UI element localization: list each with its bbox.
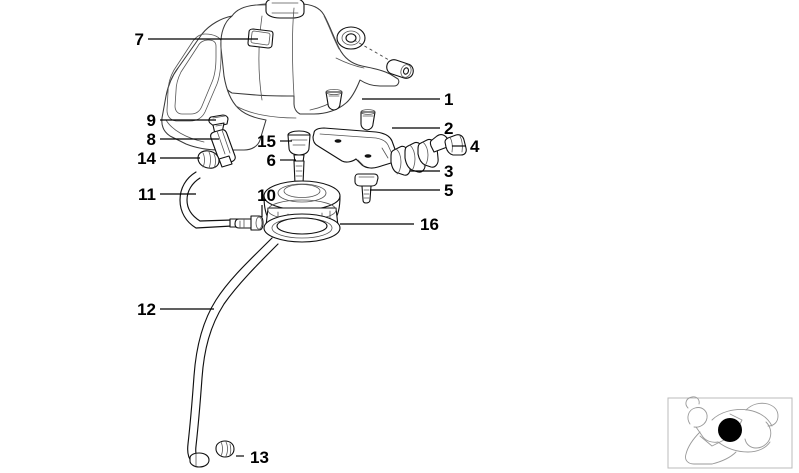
callout-number-14: 14 xyxy=(137,149,156,168)
part-hex-bolt xyxy=(429,134,467,156)
part-vent-pipe xyxy=(210,129,236,168)
part-retaining-screw xyxy=(234,215,264,231)
callout-number-10: 10 xyxy=(257,186,276,205)
callout-number-4: 4 xyxy=(470,137,480,156)
motorcycle-location-thumbnail xyxy=(667,396,793,469)
part-rubber-grommet-upper xyxy=(325,89,343,111)
callout-number-1: 1 xyxy=(444,90,453,109)
callout-number-7: 7 xyxy=(135,30,144,49)
part-washer-set xyxy=(390,138,439,176)
part-clamp-ring xyxy=(197,150,220,169)
callout-number-12: 12 xyxy=(137,300,156,319)
callout-number-11: 11 xyxy=(138,185,156,204)
motorcycle-line-art xyxy=(685,396,779,465)
callout-number-3: 3 xyxy=(444,162,453,181)
part-valve-body xyxy=(287,130,311,163)
callout-numbers: 7 1 9 2 8 15 4 14 6 3 5 11 10 16 12 13 xyxy=(135,30,480,467)
part-mounting-bracket xyxy=(312,127,398,169)
callout-number-6: 6 xyxy=(267,151,276,170)
tank-mount-bushing xyxy=(386,59,414,79)
part-fillister-screw xyxy=(354,173,379,204)
part-vent-hose-upper xyxy=(179,171,245,229)
part-fuel-hose-long xyxy=(187,237,279,468)
fuel-tank-illustration xyxy=(161,0,414,151)
callout-number-15: 15 xyxy=(257,132,276,151)
callout-leader-lines xyxy=(148,38,466,457)
part-rubber-grommet-lower xyxy=(360,109,376,131)
callout-number-8: 8 xyxy=(147,130,156,149)
part-hose-clamp-lower xyxy=(215,440,235,458)
callout-number-13: 13 xyxy=(250,448,269,467)
callout-number-9: 9 xyxy=(147,111,156,130)
part-fuel-filler-cap-assembly xyxy=(263,180,341,243)
callout-number-2: 2 xyxy=(444,119,453,138)
callout-number-5: 5 xyxy=(444,181,453,200)
callout-number-16: 16 xyxy=(420,215,439,234)
